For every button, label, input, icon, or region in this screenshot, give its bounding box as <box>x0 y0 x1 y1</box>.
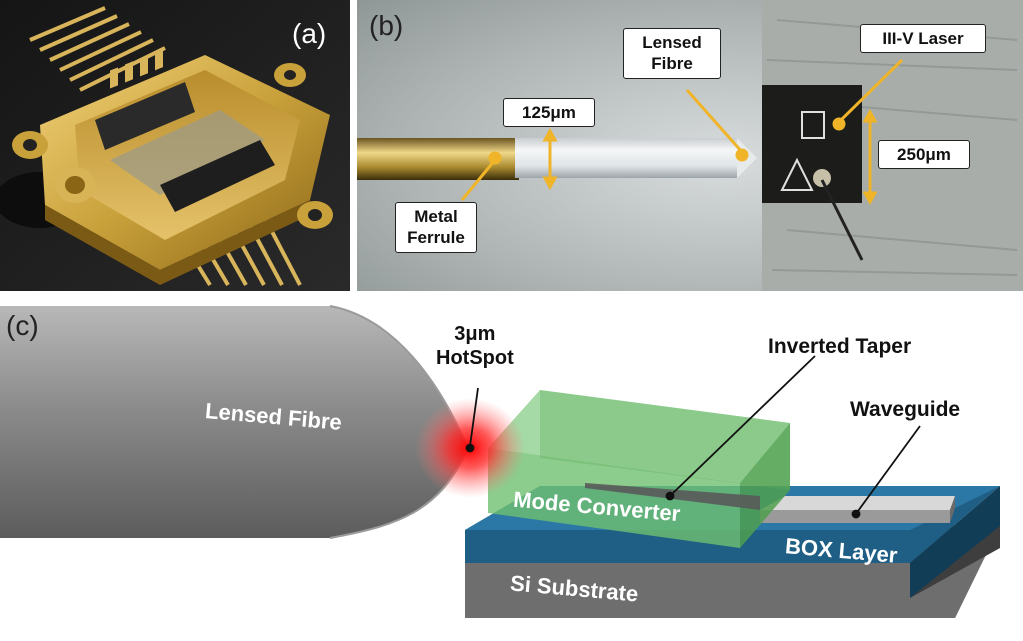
callout-ferrule-line2: Ferrule <box>407 228 465 248</box>
panel-b-photo: (b) Lensed Fibre III-V Laser 125μm 250μm… <box>357 0 1023 291</box>
coupling-schematic <box>0 305 1000 618</box>
lensed-fibre-body <box>0 306 468 538</box>
panel-a-photo: (a) <box>0 0 350 291</box>
panel-c-tag: (c) <box>6 310 39 341</box>
callout-laser: III-V Laser <box>860 24 986 54</box>
label-inverted-taper: Inverted Taper <box>768 335 912 358</box>
callout-fibre-diameter-text: 125μm <box>522 103 576 122</box>
label-hotspot: 3μm HotSpot <box>436 322 514 370</box>
callout-ferrule-line1: Metal <box>414 207 458 226</box>
callout-lensed-fibre-line2: Fibre <box>651 54 693 74</box>
waveguide-bar <box>760 496 955 510</box>
label-waveguide: Waveguide <box>850 398 961 421</box>
panel-a-tag: (a) <box>292 18 327 49</box>
callout-ferrule: Metal Ferrule <box>395 202 477 253</box>
callout-arrows-b <box>460 58 904 206</box>
panel-b-tag: (b) <box>369 10 404 41</box>
callout-laser-height: 250μm <box>878 140 970 170</box>
callout-lensed-fibre: Lensed Fibre <box>623 28 721 79</box>
callout-fibre-diameter: 125μm <box>503 98 595 128</box>
gold-package-illustration <box>0 0 350 291</box>
label-hotspot-line1: 3μm <box>454 323 496 345</box>
label-hotspot-line2: HotSpot <box>436 347 514 369</box>
panel-c-schematic: (c) 3μm HotSpot Inverted Taper Waveguide… <box>0 298 1023 641</box>
callout-laser-height-text: 250μm <box>897 145 951 164</box>
callout-lensed-fibre-line1: Lensed <box>642 33 702 52</box>
mode-converter-top <box>488 390 790 483</box>
callout-laser-text: III-V Laser <box>882 29 964 48</box>
mode-converter-front <box>488 448 740 548</box>
